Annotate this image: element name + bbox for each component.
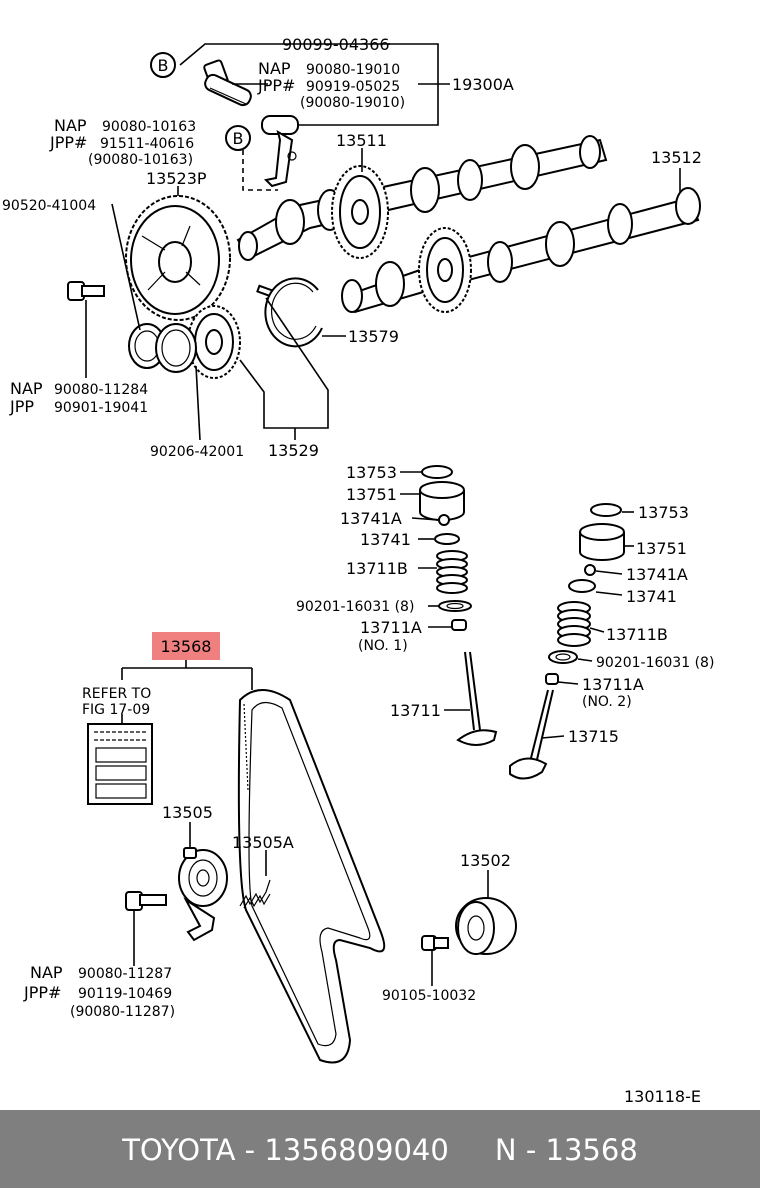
label-jpp3-pn: 90901-19041: [54, 400, 148, 416]
label-nap3-pn: 90080-11284: [54, 382, 148, 398]
adjusting-shim-2: [590, 503, 622, 517]
camshaft-13511: [236, 135, 608, 261]
keeper-2: [584, 564, 596, 576]
camshaft-timing-pulley: [125, 195, 231, 321]
spring-retainer-2: [568, 579, 596, 593]
callout-b-label: B: [158, 56, 169, 75]
label-13751-b: 13751: [636, 539, 687, 558]
label-no1: (NO. 1): [358, 638, 408, 654]
parts-diagram: B B: [2, 35, 714, 1106]
label-nap4-pn: 90080-11287: [78, 966, 172, 982]
label-13711a-b: 13711A: [582, 675, 644, 694]
label-13568: 13568: [161, 637, 212, 656]
label-13512: 13512: [651, 148, 702, 167]
label-13753-b: 13753: [638, 503, 689, 522]
label-jpp4: JPP#: [23, 983, 61, 1002]
callout-b-label: B: [233, 129, 244, 148]
label-jpp4-pn: 90119-10469: [78, 986, 172, 1002]
label-19300a: 19300A: [452, 75, 514, 94]
label-13715: 13715: [568, 727, 619, 746]
label-nap2-pn: 90080-10163: [102, 119, 196, 135]
label-13753-a: 13753: [346, 463, 397, 482]
label-90206: 90206-42001: [150, 444, 244, 460]
label-13711: 13711: [390, 701, 441, 720]
label-13711a-a: 13711A: [360, 618, 422, 637]
part-highlight-13568: [152, 632, 220, 660]
label-90099: 90099-04366: [282, 35, 390, 54]
cam-position-sensor: [203, 59, 252, 107]
label-jpp1-pn: 90919-05025: [306, 79, 400, 95]
label-13711b-a: 13711B: [346, 559, 408, 578]
label-90105: 90105-10032: [382, 988, 476, 1004]
label-90201-b: 90201-16031 (8): [596, 655, 714, 671]
reference-card: [87, 723, 153, 805]
label-nap1-pn: 90080-19010: [306, 62, 400, 78]
label-nap2: NAP: [54, 116, 87, 135]
label-13505a: 13505A: [232, 833, 294, 852]
valve-lifter-1: [419, 481, 465, 521]
keeper-1: [438, 514, 450, 526]
label-13741a-b: 13741A: [626, 565, 688, 584]
label-alt2: (90080-10163): [88, 152, 193, 168]
idler-pulley: [455, 897, 517, 955]
label-jpp3: JPP: [9, 397, 34, 416]
callout-b-top: B: [150, 52, 176, 78]
exhaust-valve: [509, 689, 554, 780]
label-nap3: NAP: [10, 379, 43, 398]
camshaft-13512: [341, 187, 701, 314]
adjusting-shim-1: [421, 465, 453, 479]
valve-guide-2: [545, 673, 559, 685]
label-jpp1: JPP#: [257, 76, 295, 95]
label-13529: 13529: [268, 441, 319, 460]
label-jpp2: JPP#: [49, 133, 87, 152]
idler-bolt: [421, 935, 449, 951]
label-refer-2: FIG 17-09: [82, 702, 150, 718]
snap-ring: [264, 277, 323, 348]
timing-belt: [237, 689, 386, 1064]
callout-b-mid: B: [225, 125, 251, 151]
label-13741-b: 13741: [626, 587, 677, 606]
tensioner-bolt: [125, 891, 167, 911]
bolt: [67, 281, 105, 301]
figure-code: 130118-E: [624, 1087, 701, 1106]
label-13505: 13505: [162, 803, 213, 822]
label-jpp2-pn: 91511-40616: [100, 136, 194, 152]
label-13741a-a: 13741A: [340, 509, 402, 528]
label-13523p: 13523P: [146, 169, 207, 188]
label-alt1: (90080-19010): [300, 95, 405, 111]
label-90201-a: 90201-16031 (8): [296, 599, 414, 615]
intake-valve: [456, 651, 498, 746]
footer-part-text: TOYOTA - 1356809040 N - 13568: [122, 1133, 638, 1167]
tension-spring: [239, 879, 271, 909]
label-no2: (NO. 2): [582, 694, 632, 710]
oil-seal-1: [438, 600, 472, 612]
label-13711b-b: 13711B: [606, 625, 668, 644]
label-90520: 90520-41004: [2, 198, 96, 214]
label-nap4: NAP: [30, 963, 63, 982]
label-13579: 13579: [348, 327, 399, 346]
spring-retainer-1: [434, 533, 460, 545]
label-alt4: (90080-11287): [70, 1004, 175, 1020]
valve-guide-1: [451, 619, 467, 631]
valve-spring-2: [557, 601, 591, 647]
valve-lifter-2: [579, 523, 625, 561]
label-13751-a: 13751: [346, 485, 397, 504]
label-13502: 13502: [460, 851, 511, 870]
sensor-bracket: [261, 115, 299, 188]
label-13511: 13511: [336, 131, 387, 150]
timing-belt-tensioner: [178, 847, 228, 942]
footer-bar: TOYOTA - 1356809040 N - 13568: [0, 1110, 760, 1188]
label-13741-a: 13741: [360, 530, 411, 549]
oil-seal-2: [548, 650, 578, 664]
label-nap1: NAP: [258, 59, 291, 78]
crankshaft-timing-gear: [187, 305, 241, 379]
label-refer-1: REFER TO: [82, 686, 151, 702]
valve-spring-1: [436, 550, 468, 594]
